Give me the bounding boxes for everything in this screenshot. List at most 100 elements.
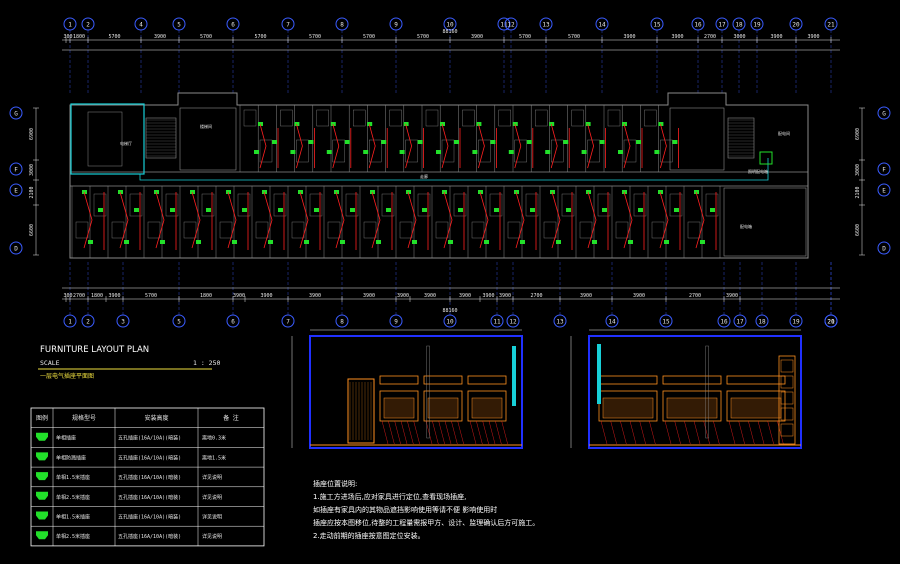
axis-right-D-bubble (877, 241, 891, 255)
socket-marker (549, 122, 555, 126)
room-label: 电梯厅 (120, 140, 132, 146)
dim-bottom-text: 3900 (260, 293, 272, 299)
socket-marker (472, 150, 478, 154)
bathroom-pod (219, 221, 233, 239)
bathroom-pod (243, 109, 257, 127)
legend-item-spec: 五孔插座(16A/10A)(暗装) (118, 454, 181, 461)
socket-marker (622, 190, 627, 194)
wiring-run (227, 191, 237, 249)
socket-marker (592, 240, 597, 244)
wiring-run (478, 123, 485, 169)
elevation-a-cabinet-door (427, 397, 459, 419)
dim-bottom-text: 3900 (233, 293, 245, 299)
service-room (87, 111, 123, 167)
bathroom-pod (535, 109, 548, 127)
bathroom-pod (471, 221, 485, 239)
axis-top-2-label: 2 (86, 22, 90, 29)
wiring-run (441, 123, 449, 169)
dim-top-text: 5700 (417, 34, 429, 40)
wardrobe (633, 193, 647, 217)
legend-item-spec: 五孔插座(16A/10A)(暗装) (118, 435, 181, 442)
dim-bottom-text: 3900 (363, 293, 375, 299)
socket-marker (154, 190, 159, 194)
socket-marker (440, 122, 445, 126)
wardrobe (332, 139, 345, 163)
socket-marker (190, 190, 195, 194)
elevation-a-cabinet (467, 390, 507, 422)
axis-left-E-bubble (9, 183, 23, 197)
elevation-b-hatch (757, 420, 765, 445)
socket-marker (403, 122, 409, 126)
elevation-a-riser (512, 346, 516, 406)
socket-marker (232, 240, 237, 244)
axis-bottom-13-label: 13 (556, 319, 564, 326)
elevation-a-hatch (432, 420, 439, 445)
wiring-run (587, 123, 595, 169)
bathroom-pod (363, 221, 377, 239)
legend-header: 安装高度 (144, 414, 168, 422)
dim-top-text: 3900 (770, 34, 782, 40)
dim-bottom-text: 3900 (499, 293, 511, 299)
elevation-a-hatch (394, 420, 401, 445)
wardrobe (93, 193, 107, 217)
bathroom-pod (571, 109, 584, 127)
socket-marker (88, 240, 93, 244)
socket-marker (674, 208, 679, 212)
elevation-b-hatch (703, 420, 710, 445)
axis-bottom-17-label: 17 (736, 319, 744, 326)
elevation-b-hatch (610, 420, 617, 445)
wiring-run (299, 191, 309, 249)
distribution-box (759, 151, 773, 165)
scale-value: 1 : 250 (193, 359, 220, 367)
wiring-run (259, 123, 267, 169)
bathroom-pod (111, 221, 125, 239)
elevation-a-hatch (501, 420, 508, 445)
note-line: 插座位置说明: (313, 479, 357, 488)
dim-bottom-text: 3900 (108, 293, 120, 299)
socket-marker (586, 190, 591, 194)
dim-top-text: 2700 (704, 34, 716, 40)
axis-top-15-label: 15 (653, 22, 661, 29)
socket-marker (134, 208, 139, 212)
highlight-block (70, 103, 145, 175)
legend-item-spec: 五孔插座(16A/10A)(暗装) (118, 514, 181, 521)
bathroom-pod (651, 221, 665, 239)
axis-left-F-bubble (9, 162, 23, 176)
axis-bottom-2-label: 2 (86, 319, 90, 326)
bathroom-pod (425, 109, 439, 127)
socket-marker (226, 190, 231, 194)
wardrobe (705, 193, 719, 217)
bathroom-pod (183, 221, 197, 239)
dim-side-text: 6600 (855, 224, 861, 236)
dim-bottom-text: 5700 (145, 293, 157, 299)
elevation-a-hatch (413, 420, 420, 445)
elevation-b-cabinet-door (602, 397, 654, 419)
socket-marker (628, 240, 633, 244)
dim-top-text: 5700 (519, 34, 531, 40)
socket-marker (196, 240, 201, 244)
elevation-b-hatch (629, 420, 637, 445)
socket-marker (268, 240, 273, 244)
room-label: 照明配电箱 (748, 168, 768, 174)
bathroom-pod (399, 221, 413, 239)
wiring-run (405, 123, 413, 169)
socket-marker (406, 190, 411, 194)
socket-marker (350, 208, 355, 212)
socket-marker (508, 150, 514, 154)
elevation-a-cabinet (379, 390, 419, 422)
dim-bottom-text: 3900 (482, 293, 494, 299)
socket-marker (314, 208, 319, 212)
elevation-b-column-cell (780, 423, 794, 437)
socket-marker (262, 190, 267, 194)
note-line: 插座应按本图移位,待整的工程量需报甲方、设计、监理确认后方可施工。 (313, 518, 539, 527)
room-label: 配电箱 (740, 223, 752, 229)
wiring-run (335, 191, 345, 249)
elevation-b-hatch (674, 420, 681, 445)
socket-marker (344, 140, 350, 144)
socket-marker (367, 122, 373, 126)
axis-top-9-label: 9 (394, 22, 398, 29)
axis-top-16-label: 16 (694, 22, 702, 29)
wiring-run (263, 191, 273, 249)
dim-side-text: 3000 (855, 164, 861, 176)
